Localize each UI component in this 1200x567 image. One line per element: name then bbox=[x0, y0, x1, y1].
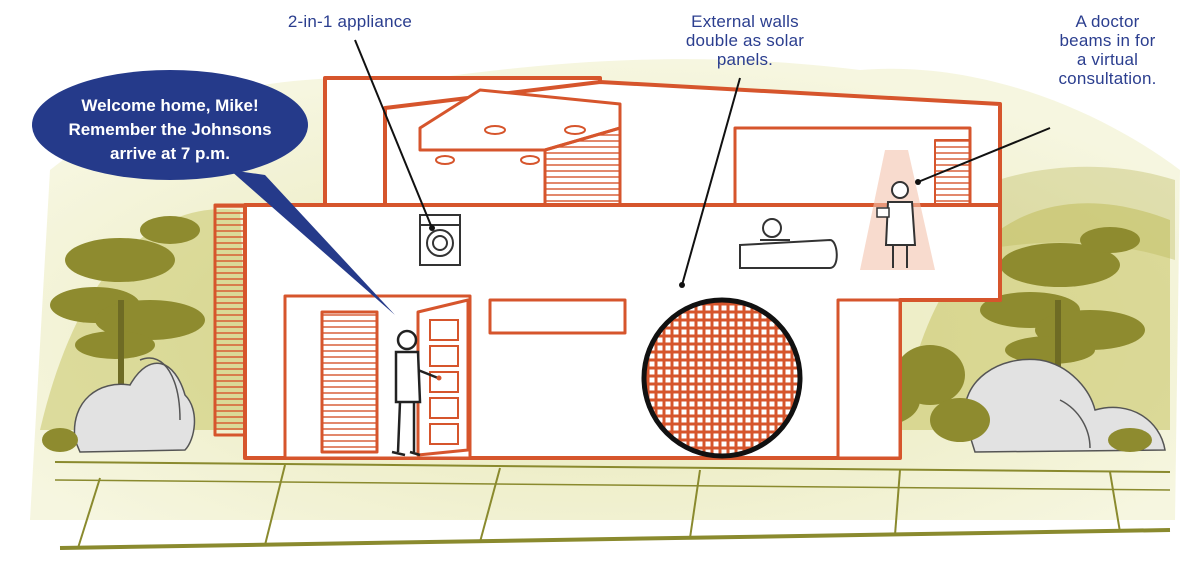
callout-appliance: 2-in-1 appliance bbox=[287, 12, 413, 31]
callout-dots bbox=[429, 179, 921, 288]
washer-dryer-icon bbox=[419, 214, 461, 266]
callout-doctor: A doctor beams in for a virtual consulta… bbox=[1058, 12, 1157, 88]
doctor-hologram bbox=[860, 150, 935, 270]
tree-right bbox=[980, 227, 1145, 410]
speech-bubble bbox=[32, 70, 395, 315]
rock-right bbox=[963, 358, 1166, 453]
man-figure bbox=[391, 329, 439, 457]
tree-left bbox=[50, 216, 205, 430]
solar-panel-circle bbox=[641, 297, 803, 459]
rock-left bbox=[73, 357, 196, 453]
sidewalk bbox=[54, 461, 1171, 550]
ceiling-lights bbox=[435, 125, 586, 165]
front-door bbox=[429, 319, 459, 445]
callout-solar-walls: External walls double as solar panels. bbox=[685, 12, 805, 69]
key-fob-icon bbox=[436, 375, 442, 381]
callout-lines bbox=[354, 39, 1051, 286]
speech-bubble-text: Welcome home, Mike! Remember the Johnson… bbox=[68, 96, 272, 163]
patient-on-couch bbox=[739, 218, 838, 269]
